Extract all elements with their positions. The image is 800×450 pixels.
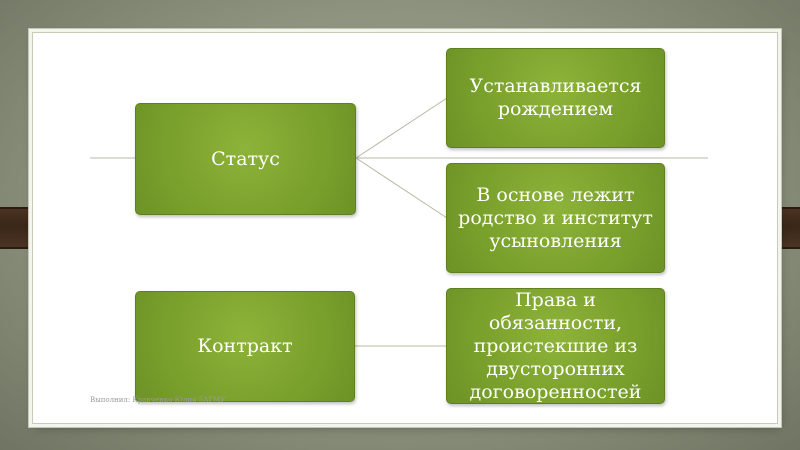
status-box: Статус xyxy=(135,103,356,215)
contract-box: Контракт xyxy=(135,291,355,402)
kinship-box: В основе лежит родство и институт усынов… xyxy=(446,163,665,273)
connector-status-to-kinship xyxy=(355,157,448,219)
contract-label: Контракт xyxy=(197,335,293,357)
rights-box: Права и обязанности, проистекшие из двус… xyxy=(446,288,665,404)
rights-label: Права и обязанности, проистекшие из двус… xyxy=(469,288,642,403)
by-birth-label: Устанавливается рождением xyxy=(469,75,642,120)
author-footer: Выполнил: Кравченко Юлия 5АГМУ xyxy=(90,396,226,404)
left-frame-tab xyxy=(0,207,36,249)
connector-status-to-birth xyxy=(355,97,448,159)
status-label: Статус xyxy=(211,147,280,170)
kinship-label: В основе лежит родство и институт усынов… xyxy=(458,183,653,252)
by-birth-box: Устанавливается рождением xyxy=(446,48,665,148)
